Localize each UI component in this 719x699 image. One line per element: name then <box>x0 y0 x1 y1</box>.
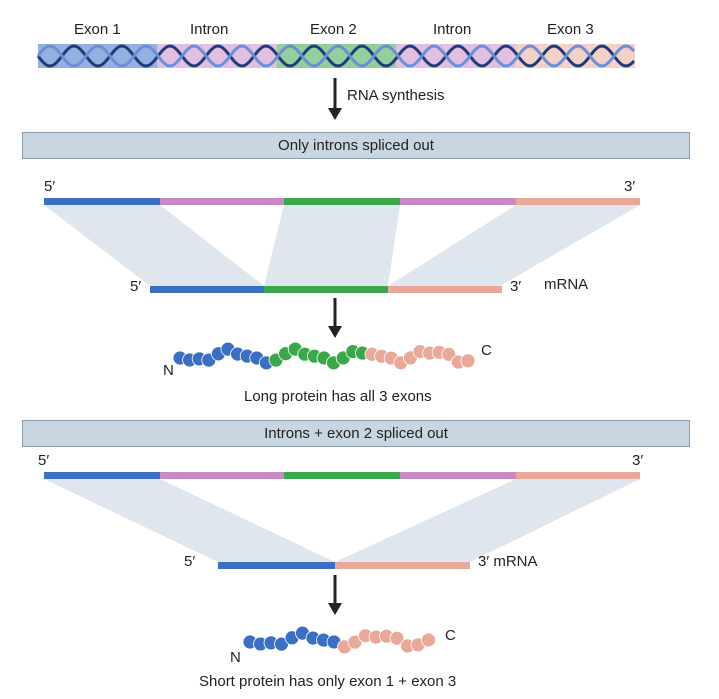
panel2-mrna <box>218 562 470 569</box>
gene-label-exon-1: Exon 1 <box>74 21 121 38</box>
protein-bead <box>441 346 457 362</box>
protein-bead <box>421 632 436 648</box>
panel1-mrna-five-prime: 5′ <box>130 278 142 295</box>
dna-strand <box>36 44 636 68</box>
panel1-mrna <box>150 286 502 293</box>
arrow-translation-2 <box>328 575 342 615</box>
panel1-pre-mrna <box>44 198 640 205</box>
rna-synthesis-label: RNA synthesis <box>347 87 445 104</box>
panel2-n-terminus: N <box>230 649 241 666</box>
panel2-pre-five-prime: 5′ <box>38 452 50 469</box>
dna-segment <box>38 44 158 68</box>
gene-label-exon-3: Exon 3 <box>547 21 594 38</box>
arrow-rna-synthesis <box>328 78 342 120</box>
panel1-pre-three-prime: 3′ <box>624 178 636 195</box>
panel2-c-terminus: C <box>445 627 456 644</box>
protein-bead <box>460 353 476 369</box>
panel1-c-terminus: C <box>481 342 492 359</box>
panel2-pre-mrna <box>44 472 640 479</box>
panel2-banner: Introns + exon 2 spliced out <box>22 420 690 447</box>
dna-segment <box>157 44 277 68</box>
gene-label-intron-1: Intron <box>190 21 229 38</box>
short-protein-chain <box>242 625 436 655</box>
dna-helix <box>36 44 636 68</box>
panel2-splice-connectors <box>44 479 640 562</box>
gene-label-intron-2: Intron <box>433 21 472 38</box>
protein-bead <box>389 630 405 646</box>
panel2-caption: Short protein has only exon 1 + exon 3 <box>199 673 457 690</box>
gene-label-exon-2: Exon 2 <box>310 21 357 38</box>
panel1-mrna-three-prime: 3′ <box>510 278 522 295</box>
panel1-banner: Only introns spliced out <box>22 132 690 159</box>
panel2-mrna-five-prime: 5′ <box>184 553 196 570</box>
panel1-splice-connectors <box>44 205 640 286</box>
panel2-mrna-three-prime: 3′ mRNA <box>478 553 538 570</box>
arrow-translation-1 <box>328 298 342 338</box>
panel2-pre-three-prime: 3′ <box>632 452 644 469</box>
panel1-pre-five-prime: 5′ <box>44 178 56 195</box>
panel1-caption: Long protein has all 3 exons <box>244 388 432 405</box>
long-protein-chain <box>172 341 476 371</box>
dna-strand <box>36 44 636 68</box>
panel1-mrna-label: mRNA <box>544 276 589 293</box>
panel1-n-terminus: N <box>163 362 174 379</box>
